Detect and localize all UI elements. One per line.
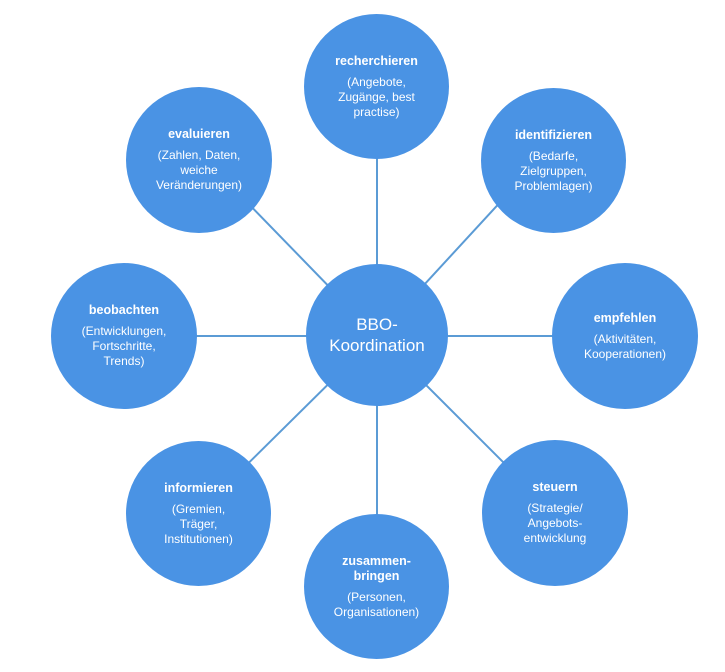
node-title: beobachten <box>88 303 160 317</box>
node-empfehlen: empfehlen (Aktivitäten,Kooperationen) <box>552 263 698 409</box>
node-title: identifizieren <box>514 127 593 142</box>
node-identifizieren: identifizieren (Bedarfe,Zielgruppen,Prob… <box>481 88 626 233</box>
node-title: recherchieren <box>335 53 418 68</box>
node-description: (Gremien,Träger,Institutionen) <box>164 501 233 546</box>
node-title: steuern <box>532 480 578 494</box>
node-steuern: steuern (Strategie/Angebots-entwicklung <box>482 440 628 586</box>
center-node-bbo-koordination: BBO-Koordination <box>306 264 448 406</box>
node-zusammenbringen: zusammen-bringen (Personen,Organisatione… <box>304 514 449 659</box>
node-description: (Bedarfe,Zielgruppen,Problemlagen) <box>514 148 593 193</box>
node-description: (Entwicklungen,Fortschritte,Trends) <box>81 324 167 368</box>
node-beobachten: beobachten (Entwicklungen,Fortschritte,T… <box>51 263 197 409</box>
node-description: (Personen,Organisationen) <box>333 589 420 619</box>
node-title: evaluieren <box>168 127 230 141</box>
node-description: (Strategie/Angebots-entwicklung <box>523 501 587 545</box>
node-description: (Aktivitäten,Kooperationen) <box>583 331 667 361</box>
node-informieren: informieren (Gremien,Träger,Institutione… <box>126 441 271 586</box>
center-label: BBO-Koordination <box>329 315 425 355</box>
node-title: zusammen-bringen <box>342 553 411 583</box>
node-title: informieren <box>164 480 233 495</box>
node-title: empfehlen <box>593 310 657 325</box>
